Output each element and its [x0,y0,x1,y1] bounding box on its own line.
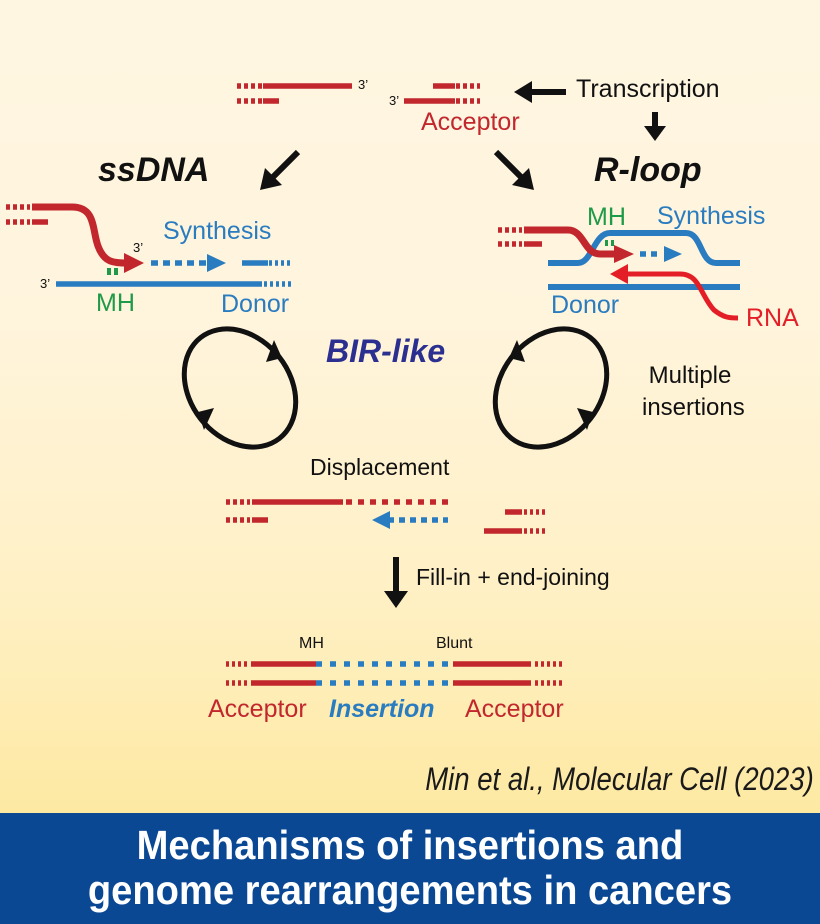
banner-title-line: genome rearrangements in cancers [87,867,733,913]
arrow-to-ssdna [260,149,301,190]
right-cycle-loop-icon [492,326,610,450]
citation: Min et al., Molecular Cell (2023) [425,761,814,797]
multiple-insertions-label: Multiple insertions [642,360,745,424]
three-prime-label: 3’ [389,93,400,108]
title-banner: Mechanisms of insertions and genome rear… [0,813,820,924]
displacement-right-acceptor-end [484,509,545,534]
rloop-synthesis-label: Synthesis [657,202,766,230]
rna-label: RNA [746,304,799,332]
rloop-mh-marks [605,240,614,246]
product-right-acceptor-label: Acceptor [465,695,564,723]
bir-like-label: BIR-like [326,333,446,369]
fill-in-end-joining-label: Fill-in + end-joining [416,564,610,590]
top-left-acceptor-end [237,83,352,104]
acceptor-label: Acceptor [421,108,520,136]
left-cycle-loop-icon [181,326,299,450]
three-prime-label: 3’ [358,77,369,92]
displacement-label: Displacement [310,454,450,480]
top-right-acceptor-end [404,83,480,104]
ssdna-title: ssDNA [98,151,210,189]
rloop-rna-strand [610,264,739,321]
arrow-to-rloop [493,149,534,190]
fill-in-down-arrow [384,557,408,608]
ssdna-mh-marks [107,268,118,275]
product-blunt-label: Blunt [436,635,473,652]
multiple-insertions-line: insertions [642,394,745,421]
displaced-acceptor-strand [226,499,450,523]
multiple-insertions-line: Multiple [648,362,732,389]
banner-title-line: Mechanisms of insertions and [136,822,684,868]
transcription-down-arrow [644,112,666,141]
ssdna-donor-label: Donor [221,290,290,318]
three-prime-label: 3’ [133,240,144,255]
three-prime-label: 3’ [40,276,51,291]
rloop-acceptor-strand [498,226,634,263]
rloop-mh-label: MH [587,203,626,231]
ssdna-acceptor-strand [6,203,144,273]
ssdna-mh-label: MH [96,289,135,317]
transcription-label: Transcription [576,75,720,103]
rloop-donor-label: Donor [551,291,620,319]
displaced-synthesis-strand [372,511,448,529]
product-insertion-label: Insertion [329,695,435,723]
rloop-title: R-loop [594,151,702,189]
rloop-synthesis-strand [640,246,682,262]
product-mh-label: MH [299,635,324,652]
transcription-left-arrow [514,81,566,103]
mechanism-diagram [6,81,740,686]
rloop-donor-top-strand [548,230,740,266]
ssdna-synthesis-label: Synthesis [163,217,272,245]
ssdna-synthesis-strand [151,254,292,272]
product-left-acceptor-label: Acceptor [208,695,307,723]
